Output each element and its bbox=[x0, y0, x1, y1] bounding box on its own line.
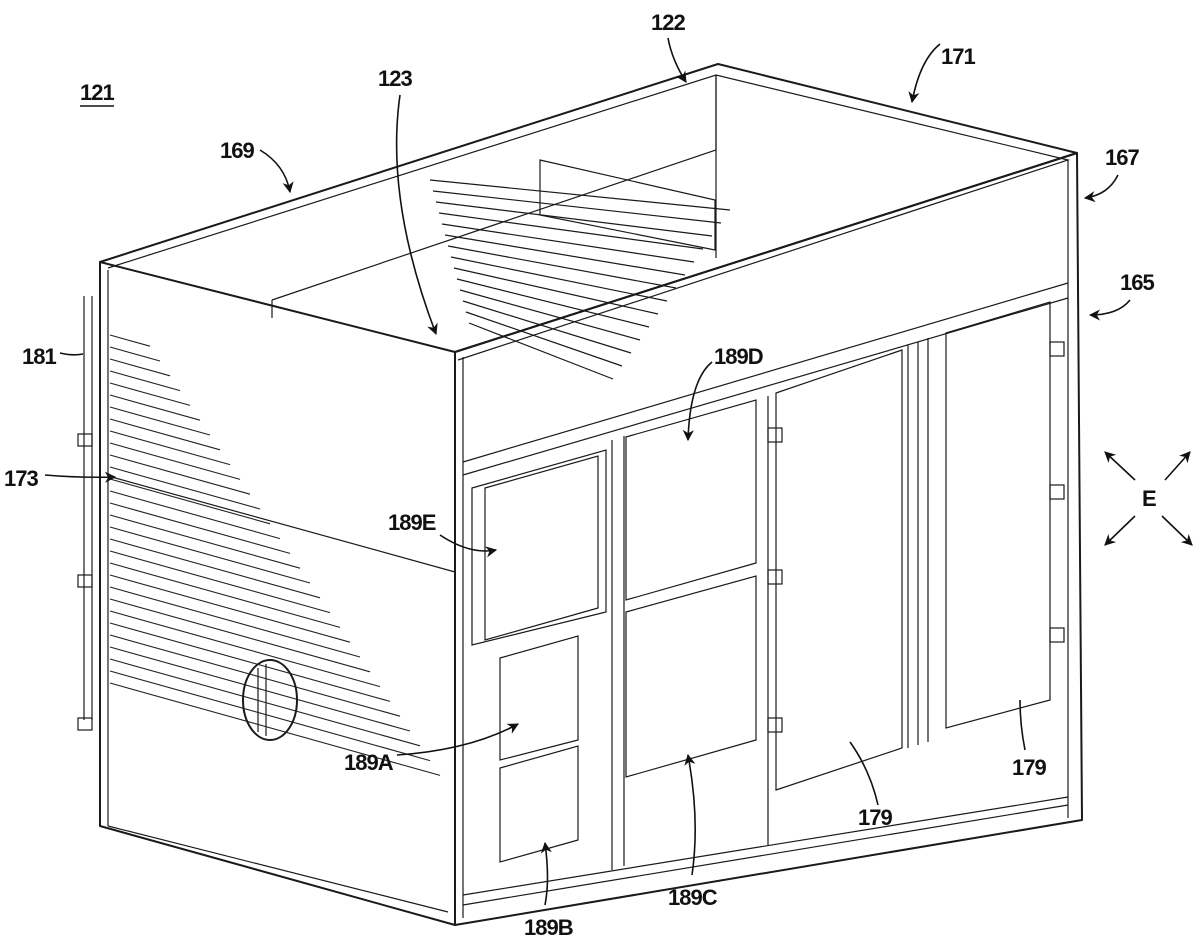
panel-189A bbox=[499, 635, 579, 761]
hatch-line bbox=[109, 622, 391, 702]
hatch-line bbox=[109, 346, 161, 362]
hatch-line bbox=[109, 658, 421, 747]
fill-media-strand bbox=[429, 179, 731, 211]
hatch-line bbox=[109, 442, 241, 480]
hatch-line bbox=[109, 574, 351, 643]
fill-media-strand bbox=[465, 311, 623, 367]
hatch-line bbox=[109, 430, 231, 466]
hatch-line bbox=[109, 646, 411, 732]
fill-media-strand bbox=[453, 267, 659, 315]
hatch-line bbox=[109, 334, 151, 347]
fill-media-strand bbox=[441, 223, 695, 263]
hatch-line bbox=[109, 562, 341, 628]
fill-media-strand bbox=[456, 278, 650, 328]
label-169: 169 bbox=[220, 138, 254, 163]
label-189E: 189E bbox=[388, 510, 436, 535]
label-179-left: 179 bbox=[858, 805, 892, 830]
hatch-line bbox=[109, 514, 301, 569]
hatch-line bbox=[109, 406, 211, 436]
hatch-line bbox=[109, 598, 371, 673]
side-port-opening bbox=[242, 659, 298, 741]
hatch-line bbox=[109, 538, 321, 599]
door-179-left bbox=[775, 349, 903, 791]
label-165: 165 bbox=[1120, 270, 1154, 295]
figure-number-121: 121 bbox=[80, 80, 114, 105]
leader-lines bbox=[44, 37, 1193, 906]
hatch-line bbox=[109, 502, 291, 554]
hatch-line bbox=[109, 358, 171, 377]
hatch-line bbox=[109, 550, 331, 614]
panel-189B bbox=[499, 745, 579, 863]
hatch-line bbox=[109, 370, 181, 392]
fill-media-strand bbox=[447, 245, 677, 289]
fill-media-strand bbox=[438, 212, 704, 250]
label-171: 171 bbox=[941, 44, 975, 69]
fill-media-strand bbox=[462, 300, 632, 354]
hatch-line bbox=[109, 634, 401, 717]
side-details bbox=[77, 296, 298, 741]
hatch-line bbox=[109, 418, 221, 451]
panel-189C bbox=[625, 575, 757, 778]
hatch-line bbox=[109, 466, 261, 510]
enclosure-body bbox=[99, 63, 1083, 926]
fill-media-strand bbox=[432, 190, 722, 224]
fill-media bbox=[429, 159, 731, 380]
reference-labels: 121 122 123 169 171 167 165 181 173 189D… bbox=[4, 10, 1157, 940]
hatch-line bbox=[109, 682, 441, 776]
front-panel bbox=[454, 152, 1083, 926]
hatch-line bbox=[109, 610, 381, 688]
panel-189E bbox=[471, 449, 607, 646]
label-123: 123 bbox=[378, 66, 412, 91]
access-panels bbox=[471, 301, 1065, 870]
fill-media-strand bbox=[435, 201, 713, 237]
fill-media-strand bbox=[459, 289, 641, 341]
label-167: 167 bbox=[1105, 145, 1139, 170]
hatch-line bbox=[109, 490, 281, 540]
hatch-line bbox=[109, 586, 361, 658]
label-189D: 189D bbox=[714, 344, 763, 369]
label-189A: 189A bbox=[344, 750, 394, 775]
hatch-line bbox=[109, 478, 271, 525]
hatch-line bbox=[109, 670, 431, 762]
hatch-line bbox=[109, 382, 191, 406]
hatch-line bbox=[109, 526, 311, 584]
fill-media-strand bbox=[444, 234, 686, 276]
hatch-line bbox=[109, 454, 251, 495]
label-189C: 189C bbox=[668, 885, 718, 910]
label-189B: 189B bbox=[524, 915, 573, 940]
panel-189D bbox=[625, 399, 757, 601]
label-122: 122 bbox=[651, 10, 685, 35]
fill-media-strand bbox=[468, 322, 614, 380]
left-side-panel bbox=[99, 261, 456, 926]
hatch-line bbox=[109, 394, 201, 421]
label-173: 173 bbox=[4, 466, 38, 491]
door-179-right bbox=[945, 301, 1051, 729]
fill-media-strand bbox=[450, 256, 668, 302]
label-179-right: 179 bbox=[1012, 755, 1046, 780]
label-181: 181 bbox=[22, 344, 56, 369]
side-panel-shading bbox=[109, 334, 441, 776]
label-E: E bbox=[1142, 486, 1156, 511]
